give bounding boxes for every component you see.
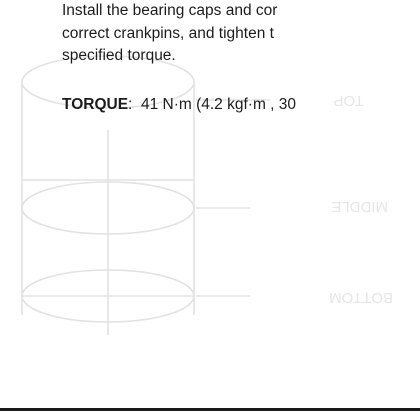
page-bottom-rule bbox=[0, 408, 420, 411]
figure-label-bottom: BOTTOM bbox=[329, 289, 393, 306]
torque-separator: : bbox=[128, 96, 133, 113]
figure-label-middle: MIDDLE bbox=[331, 198, 388, 215]
figure-label-top: TOP bbox=[333, 92, 364, 109]
torque-label: TORQUE bbox=[62, 96, 129, 113]
install-instruction: Install the bearing caps and cor correct… bbox=[62, 0, 420, 68]
instruction-line-3: specified torque. bbox=[62, 47, 176, 64]
torque-value: 41 N·m (4.2 kgf·m , 30 bbox=[140, 96, 297, 113]
torque-spec: TORQUE: 41 N·m (4.2 kgf·m , 30 bbox=[62, 96, 296, 114]
instruction-line-2: correct crankpins, and tighten t bbox=[62, 24, 274, 42]
instruction-line-1: Install the bearing caps and cor bbox=[62, 2, 278, 19]
